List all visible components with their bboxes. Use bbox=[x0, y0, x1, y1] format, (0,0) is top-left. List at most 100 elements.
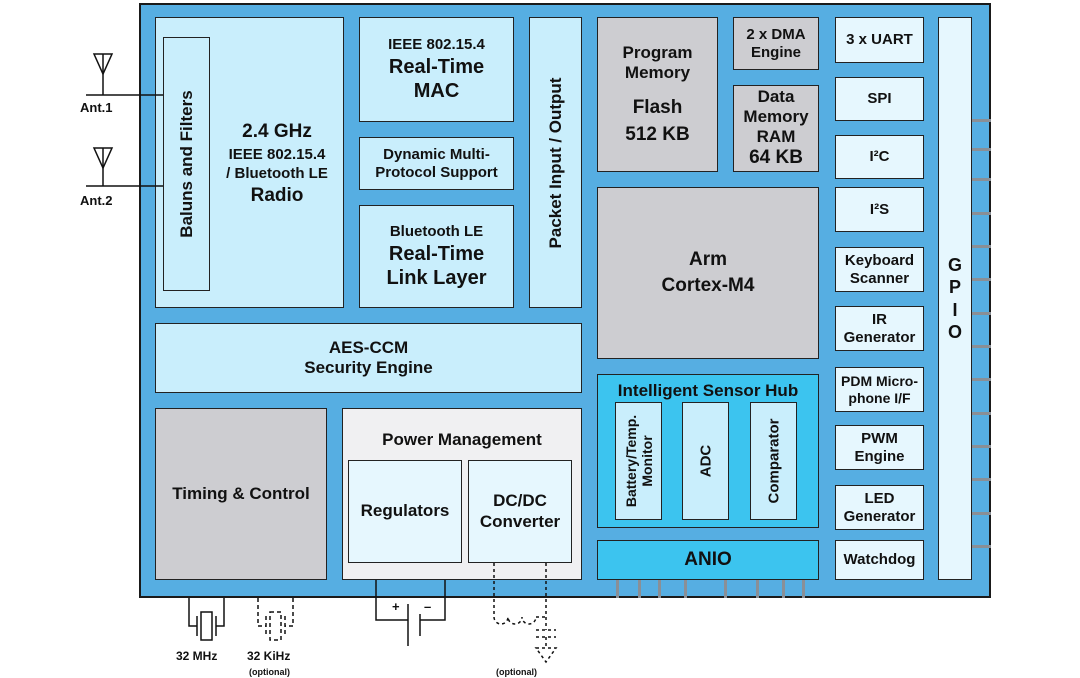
dcdc-line1: DC/DC bbox=[493, 491, 547, 511]
dynamic-line2: Protocol Support bbox=[375, 163, 498, 181]
battery-minus: – bbox=[424, 599, 431, 614]
pwm-line1: PWM bbox=[861, 429, 898, 447]
mac-line3: MAC bbox=[413, 79, 460, 102]
gpio-block: G P I O bbox=[938, 17, 972, 580]
timing-label: Timing & Control bbox=[172, 483, 310, 503]
antenna-2-icon bbox=[86, 147, 163, 187]
gpio-pins bbox=[972, 119, 991, 548]
crystal-32khz-icon bbox=[257, 598, 294, 641]
gpio-letter-i: I bbox=[952, 299, 958, 320]
ir-generator-block: IR Generator bbox=[835, 306, 924, 351]
dma-line2: Engine bbox=[750, 43, 801, 61]
i2c-label: I²C bbox=[869, 148, 890, 166]
watchdog-block: Watchdog bbox=[835, 540, 924, 580]
ble-line2: Real-Time bbox=[388, 243, 485, 266]
dynamic-multiprotocol-block: Dynamic Multi- Protocol Support bbox=[359, 137, 514, 190]
cpu-line1: Arm bbox=[688, 248, 727, 270]
baluns-filters-block: Baluns and Filters bbox=[163, 37, 210, 291]
radio-label: 2.4 GHz IEEE 802.15.4 / Bluetooth LE Rad… bbox=[210, 120, 344, 208]
comparator-block: Comparator bbox=[750, 402, 797, 520]
uart-block: 3 x UART bbox=[835, 17, 924, 63]
antenna-1-label: Ant.1 bbox=[80, 100, 113, 115]
sensor-hub-title: Intelligent Sensor Hub bbox=[617, 381, 799, 400]
crystal-32mhz-label: 32 MHz bbox=[176, 649, 217, 663]
regulators-label: Regulators bbox=[360, 501, 450, 521]
gpio-letter-p: P bbox=[948, 277, 961, 297]
pwm-engine-block: PWM Engine bbox=[835, 425, 924, 470]
ble-link-layer-block: Bluetooth LE Real-Time Link Layer bbox=[359, 205, 514, 308]
dma-line1: 2 x DMA bbox=[746, 25, 806, 43]
i2s-block: I²S bbox=[835, 187, 924, 232]
gpio-letter-g: G bbox=[947, 254, 962, 275]
cpu-line2: Cortex-M4 bbox=[661, 275, 755, 296]
data-mem-line3: RAM bbox=[756, 127, 796, 147]
gpio-letter-o: O bbox=[947, 322, 962, 342]
inductor-icon bbox=[493, 563, 547, 630]
antenna-2-label: Ant.2 bbox=[80, 193, 113, 208]
anio-block: ANIO bbox=[597, 540, 819, 580]
aes-line2: Security Engine bbox=[304, 358, 433, 377]
radio-freq: 2.4 GHz bbox=[242, 121, 312, 142]
spi-label: SPI bbox=[867, 90, 892, 108]
led-line2: Generator bbox=[843, 507, 916, 525]
radio-line4: Radio bbox=[250, 184, 304, 206]
i2s-label: I²S bbox=[869, 200, 890, 218]
pwm-line2: Engine bbox=[854, 447, 905, 465]
i2c-block: I²C bbox=[835, 135, 924, 179]
battery-monitor-block: Battery/Temp. Monitor bbox=[615, 402, 662, 520]
spi-block: SPI bbox=[835, 77, 924, 121]
data-mem-line1: Data bbox=[757, 87, 795, 107]
ir-line2: Generator bbox=[843, 328, 916, 346]
capacitor-ground-icon bbox=[534, 629, 558, 664]
program-mem-line2: Memory bbox=[624, 63, 691, 83]
data-memory-block: Data Memory RAM 64 KB bbox=[733, 85, 819, 172]
radio-line2: IEEE 802.15.4 bbox=[228, 145, 326, 163]
mac-line2: Real-Time bbox=[388, 56, 485, 79]
ble-line1: Bluetooth LE bbox=[389, 222, 484, 240]
anio-pins bbox=[616, 580, 805, 598]
program-memory-block: Program Memory Flash 512 KB bbox=[597, 17, 718, 172]
timing-control-block: Timing & Control bbox=[155, 408, 327, 580]
led-generator-block: LED Generator bbox=[835, 485, 924, 530]
dynamic-line1: Dynamic Multi- bbox=[383, 145, 490, 163]
pdm-line2: phone I/F bbox=[848, 389, 911, 406]
power-management-title: Power Management bbox=[382, 430, 542, 449]
data-mem-line4: 64 KB bbox=[749, 147, 803, 169]
mac-line1: IEEE 802.15.4 bbox=[388, 35, 485, 53]
ir-line1: IR bbox=[872, 310, 887, 328]
led-line1: LED bbox=[864, 489, 895, 507]
crystal-32mhz-icon bbox=[188, 598, 225, 641]
program-mem-line1: Program bbox=[622, 43, 693, 63]
gpio-label: G P I O bbox=[948, 254, 962, 344]
adc-block: ADC bbox=[682, 402, 729, 520]
cpu-block: Arm Cortex-M4 bbox=[597, 187, 819, 359]
regulators-block: Regulators bbox=[348, 460, 462, 563]
anio-label: ANIO bbox=[684, 548, 732, 570]
ble-line3: Link Layer bbox=[386, 266, 487, 289]
keyboard-scanner-block: Keyboard Scanner bbox=[835, 247, 924, 292]
crystal-32khz-note: (optional) bbox=[249, 667, 290, 677]
radio-line3: / Bluetooth LE bbox=[226, 165, 328, 183]
crystal-32khz-label: 32 KiHz bbox=[247, 649, 290, 663]
dma-engine-block: 2 x DMA Engine bbox=[733, 17, 819, 70]
program-mem-line3: Flash bbox=[632, 97, 683, 119]
antenna-1-icon bbox=[86, 53, 163, 96]
aes-ccm-block: AES-CCM Security Engine bbox=[155, 323, 582, 393]
battery-plus: + bbox=[392, 599, 400, 614]
watchdog-label: Watchdog bbox=[843, 551, 916, 569]
dcdc-note: (optional) bbox=[496, 667, 537, 677]
mac-block: IEEE 802.15.4 Real-Time MAC bbox=[359, 17, 514, 122]
aes-line1: AES-CCM bbox=[328, 337, 409, 357]
dcdc-converter-block: DC/DC Converter bbox=[468, 460, 572, 563]
battery-icon bbox=[375, 580, 446, 646]
keyboard-line2: Scanner bbox=[849, 269, 910, 287]
uart-label: 3 x UART bbox=[846, 31, 913, 49]
pdm-mic-block: PDM Micro- phone I/F bbox=[835, 367, 924, 412]
data-mem-line2: Memory bbox=[743, 107, 809, 127]
keyboard-line1: Keyboard bbox=[844, 251, 915, 269]
dcdc-line2: Converter bbox=[479, 511, 561, 531]
packet-io-block: Packet Input / Output bbox=[529, 17, 582, 308]
program-mem-line4: 512 KB bbox=[625, 123, 690, 145]
pdm-line1: PDM Micro- bbox=[841, 372, 918, 389]
